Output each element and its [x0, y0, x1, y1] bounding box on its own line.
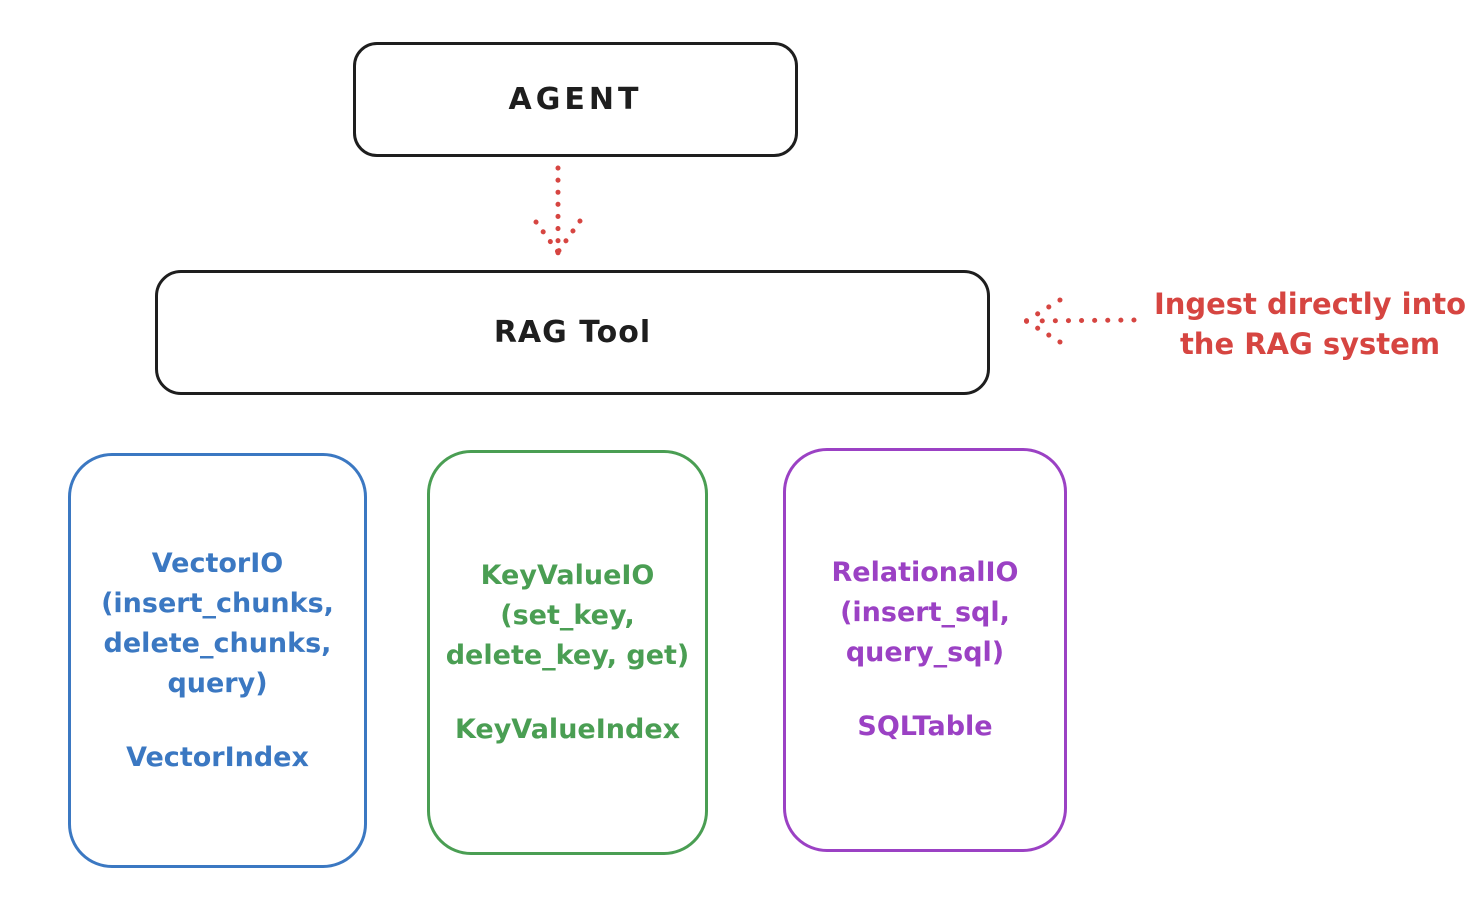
rag-tool-box: RAG Tool	[155, 270, 990, 395]
agent-label: AGENT	[508, 82, 643, 117]
vector-index-label: VectorIndex	[126, 741, 309, 773]
relational-io-text: RelationalIO (insert_sql, query_sql)	[831, 557, 1019, 668]
vector-io-box: VectorIO (insert_chunks, delete_chunks, …	[68, 453, 367, 868]
keyvalue-io-text: KeyValueIO (set_key, delete_key, get)	[445, 559, 690, 671]
vector-io-text: VectorIO (insert_chunks, delete_chunks, …	[101, 547, 334, 699]
keyvalue-io-box: KeyValueIO (set_key, delete_key, get) Ke…	[427, 450, 708, 855]
relational-io-box: RelationalIO (insert_sql, query_sql) SQL…	[783, 448, 1067, 852]
rag-tool-label: RAG Tool	[493, 315, 652, 350]
agent-to-rag-arrow-icon	[533, 165, 583, 256]
ingest-arrow-icon	[1023, 297, 1137, 345]
sqltable-label: SQLTable	[857, 711, 993, 742]
keyvalue-index-label: KeyValueIndex	[454, 713, 681, 745]
agent-box: AGENT	[353, 42, 798, 157]
ingest-annotation: Ingest directly into the RAG system	[1153, 287, 1467, 361]
